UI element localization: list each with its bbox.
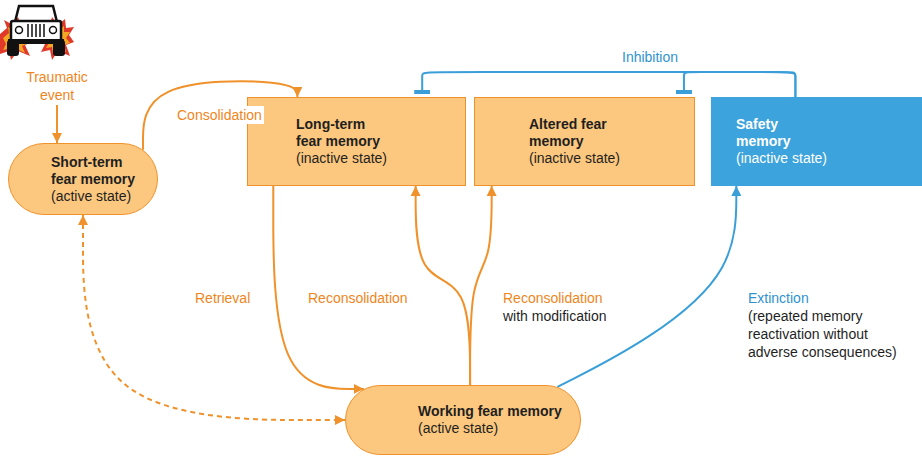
memory-store-box: Altered fear memory(inactive state) xyxy=(474,97,695,186)
edge-label-holder: Inhibition xyxy=(620,48,680,66)
memory-store-box: Long-term fear memory(inactive state) xyxy=(247,97,466,186)
connector-arrow xyxy=(470,186,492,385)
jeep-grille xyxy=(43,24,45,37)
process-label: Inhibition xyxy=(620,48,680,66)
label-holder: Traumatic event xyxy=(20,68,94,104)
safety-memory-box: Safety memory(inactive state) xyxy=(711,97,922,186)
process-label: Consolidation xyxy=(175,106,264,124)
memory-state: (inactive state) xyxy=(736,150,827,167)
jeep-body xyxy=(11,21,61,41)
jeep-frame xyxy=(15,6,57,22)
memory-state-pill: Working fear memory(active state) xyxy=(345,385,581,455)
label-holder: with modification xyxy=(501,307,609,325)
dashed-connector xyxy=(83,215,345,420)
note-text: (repeated memory reactivation without ad… xyxy=(746,307,914,361)
jeep-grille xyxy=(39,24,41,37)
label-holder: (repeated memory reactivation without ad… xyxy=(746,307,914,361)
connector-arrow xyxy=(422,72,795,97)
process-label: Reconsolidation xyxy=(501,289,605,307)
memory-state: (active state) xyxy=(51,188,131,205)
jeep-wheel xyxy=(53,40,65,56)
memory-state-pill: Short-term fear memory(active state) xyxy=(8,143,158,215)
jeep-grille xyxy=(27,24,29,37)
jeep-wheel xyxy=(7,40,19,56)
connector-arrow xyxy=(684,72,795,97)
connector-arrow xyxy=(557,186,736,387)
edge-label-holder: Retrieval xyxy=(193,289,252,307)
memory-state: (inactive state) xyxy=(296,150,387,167)
memory-title: Long-term fear memory xyxy=(296,116,382,150)
jeep-grille xyxy=(35,24,37,37)
edge-label-holder: Consolidation xyxy=(175,106,264,124)
memory-title: Safety memory xyxy=(736,116,822,150)
jeep-headlight xyxy=(50,27,57,34)
jeep-headlight xyxy=(16,27,23,34)
process-label: Retrieval xyxy=(193,289,252,307)
process-label: Reconsolidation xyxy=(306,289,410,307)
connector-arrow xyxy=(273,186,364,389)
connector-arrow xyxy=(416,186,470,385)
note-text: with modification xyxy=(501,307,609,325)
jeep-explosion-illustration xyxy=(0,6,74,60)
memory-title: Working fear memory xyxy=(418,403,562,420)
process-label: Extinction xyxy=(746,289,811,307)
event-label: Traumatic event xyxy=(20,68,94,104)
jeep-grille xyxy=(31,24,33,37)
memory-state: (inactive state) xyxy=(529,150,620,167)
memory-title: Altered fear memory xyxy=(529,116,615,150)
edge-label-holder: Extinction xyxy=(746,289,811,307)
memory-title: Short-term fear memory xyxy=(51,154,137,188)
memory-state: (active state) xyxy=(418,420,498,437)
edge-label-holder: Reconsolidation xyxy=(501,289,605,307)
trauma-arrow xyxy=(56,105,58,143)
edge-label-holder: Reconsolidation xyxy=(306,289,410,307)
